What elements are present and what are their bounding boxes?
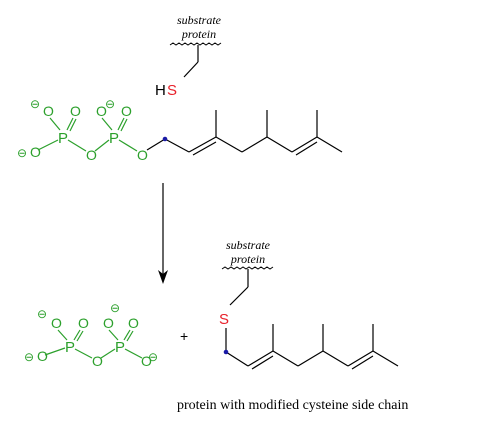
oxygen-bottom-3: O [103, 315, 114, 331]
substrate-label-bottom-1: substrate [226, 238, 271, 252]
oxygen-bottom-6: O [141, 353, 152, 369]
isoprenoid-chain-top [146, 110, 343, 156]
oxygen-top-bridge: O [86, 147, 97, 163]
substrate-label-top-1: substrate [177, 13, 222, 27]
substrate-label-bottom-2: protein [230, 252, 265, 266]
oxygen-bottom-4: O [128, 315, 139, 331]
reaction-arrow [158, 183, 168, 284]
charge-bottom-1: ⊖ [37, 307, 47, 321]
phosphorus-top-1: P [58, 130, 68, 147]
oxygen-bottom-1: O [51, 315, 62, 331]
oxygen-top-1: O [43, 103, 54, 119]
substrate-label-top-2: protein [181, 27, 216, 41]
oxygen-bottom-5: O [37, 348, 48, 364]
reactive-carbon-bottom [223, 349, 229, 355]
oxygen-top-5: O [30, 144, 41, 160]
oxygen-top-2: O [70, 103, 81, 119]
plus-sign: + [180, 328, 188, 344]
oxygen-top-4: O [121, 103, 132, 119]
isoprenoid-chain-bottom [225, 324, 399, 370]
diphosphate-bonds-bottom [44, 329, 143, 359]
protein-backbone-wavy-bottom [221, 266, 274, 270]
charge-bottom-2: ⊖ [110, 301, 120, 315]
charge-bottom-3: ⊖ [24, 350, 34, 364]
charge-top-2: ⊖ [105, 97, 115, 111]
oxygen-top-3: O [96, 103, 107, 119]
phosphorus-bottom-1: P [65, 339, 75, 356]
charge-top-1: ⊖ [30, 97, 40, 111]
charge-bottom-4: ⊖ [148, 350, 158, 364]
thiol-s: S [167, 82, 177, 99]
oxygen-bottom-bridge: O [92, 353, 103, 369]
cs-bond-top [183, 61, 199, 78]
oxygen-top-ester: O [137, 147, 148, 163]
reactive-carbon-top [162, 136, 168, 142]
cs-bond-bottom [229, 286, 249, 306]
thiol-h: H [155, 82, 166, 99]
diphosphate-bonds-top [37, 117, 138, 152]
phosphorus-top-2: P [109, 130, 119, 147]
phosphorus-bottom-2: P [115, 339, 125, 356]
charge-top-3: ⊖ [17, 146, 27, 160]
diphosphate-bottom: ⊖ ⊖ ⊖ ⊖ O O O O O O O P P [24, 301, 158, 369]
protein-backbone-wavy-top [169, 42, 222, 46]
product-caption: protein with modified cysteine side chai… [177, 398, 408, 413]
substrate-protein-bottom: substrate protein S [219, 238, 274, 350]
diphosphate-top: ⊖ ⊖ ⊖ O O O O O O O P P [17, 97, 148, 163]
substrate-protein-top: substrate protein H S [155, 13, 222, 99]
oxygen-bottom-2: O [78, 315, 89, 331]
thioether-s: S [219, 311, 229, 328]
